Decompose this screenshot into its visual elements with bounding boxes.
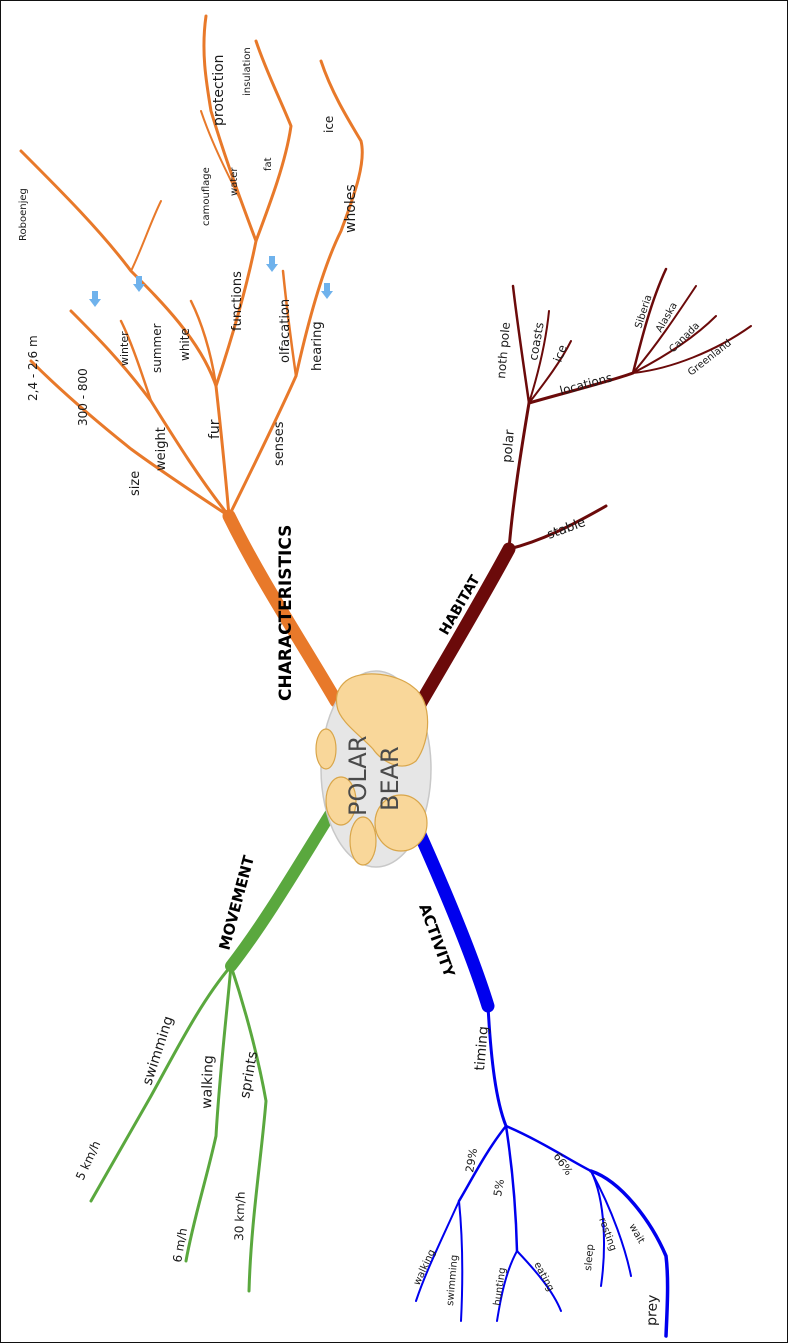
fur-line <box>19 149 231 518</box>
activity-branch <box>407 814 670 1338</box>
prey-label: prey <box>644 1294 661 1326</box>
arrow-up-icon <box>321 283 333 299</box>
coasts-line <box>528 310 550 404</box>
center-node: POLAR BEAR <box>315 670 432 868</box>
hunting-label: hunting <box>492 1267 508 1307</box>
locations-line <box>527 371 635 405</box>
movement-branch <box>89 807 337 1293</box>
summer-label: summer <box>150 323 164 373</box>
summer-line <box>130 200 162 272</box>
habitat-branch <box>412 267 752 713</box>
stable-line <box>507 504 608 551</box>
arrow-icons <box>89 256 333 307</box>
weight-sub <box>119 319 153 403</box>
siberia-line <box>631 267 668 375</box>
timing-line <box>486 1004 508 1128</box>
locations-label: locations <box>558 370 614 397</box>
wait-prey-line <box>589 1169 670 1338</box>
greenland-line <box>632 325 752 374</box>
water-label: water <box>229 167 240 196</box>
noth-pole-label: noth pole <box>494 322 513 380</box>
paw-icon <box>315 673 429 866</box>
noth-pole-line <box>511 284 531 405</box>
walking-value: 6 m/h <box>170 1227 190 1264</box>
sleep-label: sleep <box>583 1244 596 1271</box>
olfacation-label: olfacation <box>278 299 293 363</box>
p5-label: 5% <box>491 1178 507 1197</box>
winter-label: winter <box>118 331 131 366</box>
characteristics-title: CHARACTERISTICS <box>276 525 296 701</box>
fur-label: fur <box>207 419 223 439</box>
walking-activity-label: walking <box>412 1248 438 1287</box>
olfacation-line <box>281 269 298 378</box>
p5-line <box>504 1124 519 1253</box>
arrow-up-icon <box>89 291 101 307</box>
weight-label: weight <box>154 427 169 471</box>
swimming-activity-label: swimming <box>445 1254 460 1306</box>
stable-label: stable <box>545 515 587 543</box>
sprints-label: sprints <box>237 1050 261 1100</box>
coasts-label: coasts <box>526 321 546 361</box>
center-title-line2: BEAR <box>376 746 404 811</box>
camouflage-label: camouflage <box>201 167 212 226</box>
fat-label: fat <box>263 157 274 171</box>
alaska-line <box>632 285 697 374</box>
ice-line <box>528 340 572 404</box>
walking-label: walking <box>199 1055 217 1109</box>
polar-label: polar <box>500 428 518 463</box>
walking-act-line <box>415 1200 460 1302</box>
characteristics-trunk <box>222 509 343 708</box>
wholes-label: wholes <box>343 184 359 233</box>
ice-label: ice <box>322 116 336 133</box>
swimming-act-line <box>458 1200 464 1322</box>
hearing-label: hearing <box>310 321 325 371</box>
p66-line <box>504 1124 593 1173</box>
timing-label: timing <box>472 1025 492 1071</box>
sprints-value: 30 km/h <box>232 1191 248 1241</box>
resting-line <box>590 1170 632 1277</box>
wait-label: wait <box>626 1222 646 1246</box>
protection-line <box>254 39 293 243</box>
sleep-line <box>590 1170 605 1287</box>
eating-label: eating <box>531 1260 556 1293</box>
activity-trunk <box>407 814 495 1013</box>
weight-value: 300 - 800 <box>76 368 90 426</box>
swimming-label: swimming <box>140 1014 177 1087</box>
ice-label-habitat: ice <box>551 343 570 364</box>
arrow-up-icon <box>133 276 145 292</box>
eating-line <box>516 1250 562 1312</box>
functions-label: functions <box>230 271 245 331</box>
center-title-line1: POLAR <box>344 736 372 816</box>
walking-line <box>184 964 233 1263</box>
habitat-trunk <box>412 542 516 713</box>
swimming-value: 5 km/h <box>73 1139 103 1183</box>
polar-line <box>507 401 531 551</box>
p29-label: 29% <box>463 1147 480 1173</box>
canada-line <box>632 315 717 374</box>
siberia-label: Siberia <box>633 294 654 330</box>
p66-label: 66% <box>551 1150 576 1177</box>
camouflage-line <box>200 110 242 202</box>
characteristics-branch <box>19 14 364 708</box>
insulation-label: insulation <box>242 47 253 96</box>
sprints-line <box>229 964 268 1293</box>
senses-label: senses <box>272 421 287 466</box>
size-label: size <box>128 471 143 496</box>
white-line <box>189 299 218 388</box>
movement-trunk <box>225 807 337 972</box>
hunting-line <box>496 1250 518 1322</box>
senses-line <box>227 59 364 518</box>
roboenjeg-label: Roboenjeg <box>18 188 29 241</box>
white-label: white <box>178 328 192 361</box>
protection-label: protection <box>211 54 227 126</box>
arrow-up-icon <box>266 256 278 272</box>
swimming-line <box>89 964 233 1203</box>
size-value: 2,4 - 2,6 m <box>26 335 40 401</box>
size-line <box>29 359 231 518</box>
canada-label: Canada <box>667 320 702 355</box>
p29-line <box>457 1124 508 1203</box>
